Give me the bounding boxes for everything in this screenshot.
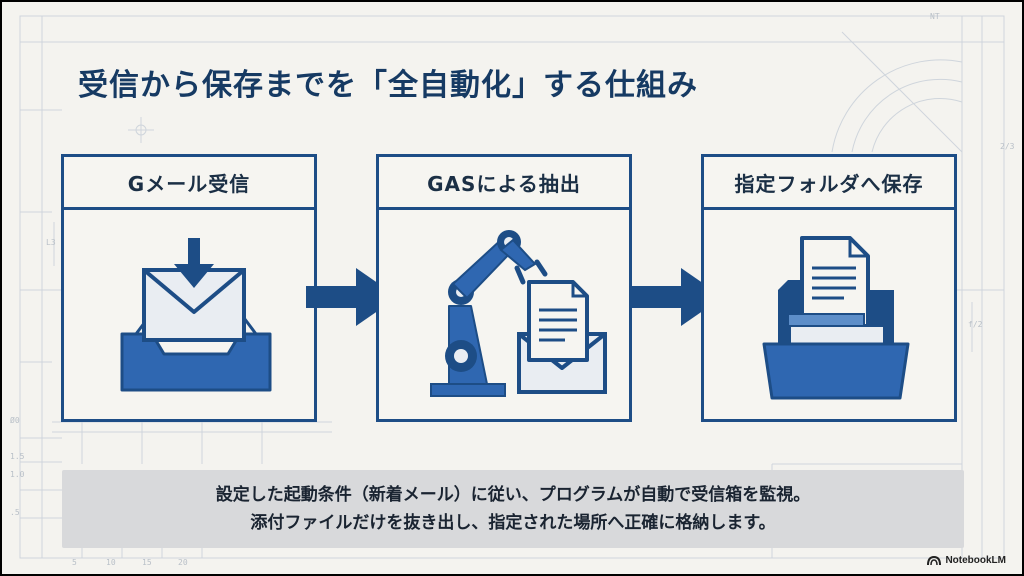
caption-box: 設定した起動条件（新着メール）に従い、プログラムが自動で受信箱を監視。 添付ファ… bbox=[62, 470, 964, 548]
blueprint-label: 2/3 bbox=[1000, 142, 1015, 151]
folder-documents-icon bbox=[762, 236, 910, 400]
notebooklm-logo-icon bbox=[927, 555, 942, 565]
step-card-save-folder: 指定フォルダへ保存 bbox=[701, 154, 957, 422]
blueprint-label: 1.0 bbox=[10, 470, 25, 479]
step-label: 指定フォルダへ保存 bbox=[704, 157, 954, 210]
step-card-gas-extract: GASによる抽出 bbox=[376, 154, 632, 422]
mail-inbox-download-icon bbox=[120, 238, 272, 392]
blueprint-label: 10 bbox=[106, 558, 116, 567]
blueprint-label: .5 bbox=[10, 508, 20, 517]
blueprint-label: 5 bbox=[72, 558, 77, 567]
blueprint-label: 15 bbox=[142, 558, 152, 567]
blueprint-label: 1.5 bbox=[10, 452, 25, 461]
blueprint-label: f/2 bbox=[968, 320, 983, 329]
brand-name: NotebookLM bbox=[945, 555, 1006, 566]
page-title: 受信から保存までを「全自動化」する仕組み bbox=[78, 68, 698, 103]
brand-watermark: NotebookLM bbox=[927, 555, 1006, 566]
step-card-gmail-receive: Gメール受信 bbox=[61, 154, 317, 422]
caption-line-1: 設定した起動条件（新着メール）に従い、プログラムが自動で受信箱を監視。 bbox=[215, 485, 811, 505]
step-label: Gメール受信 bbox=[64, 157, 314, 210]
step-label: GASによる抽出 bbox=[379, 157, 629, 210]
blueprint-label: Ø0 bbox=[10, 416, 20, 425]
blueprint-label: 20 bbox=[178, 558, 188, 567]
robot-arm-document-icon bbox=[430, 230, 607, 397]
blueprint-label: NT bbox=[930, 12, 940, 21]
blueprint-label: L3 bbox=[46, 238, 56, 247]
caption-line-2: 添付ファイルだけを抜き出し、指定された場所へ正確に格納します。 bbox=[250, 513, 776, 533]
